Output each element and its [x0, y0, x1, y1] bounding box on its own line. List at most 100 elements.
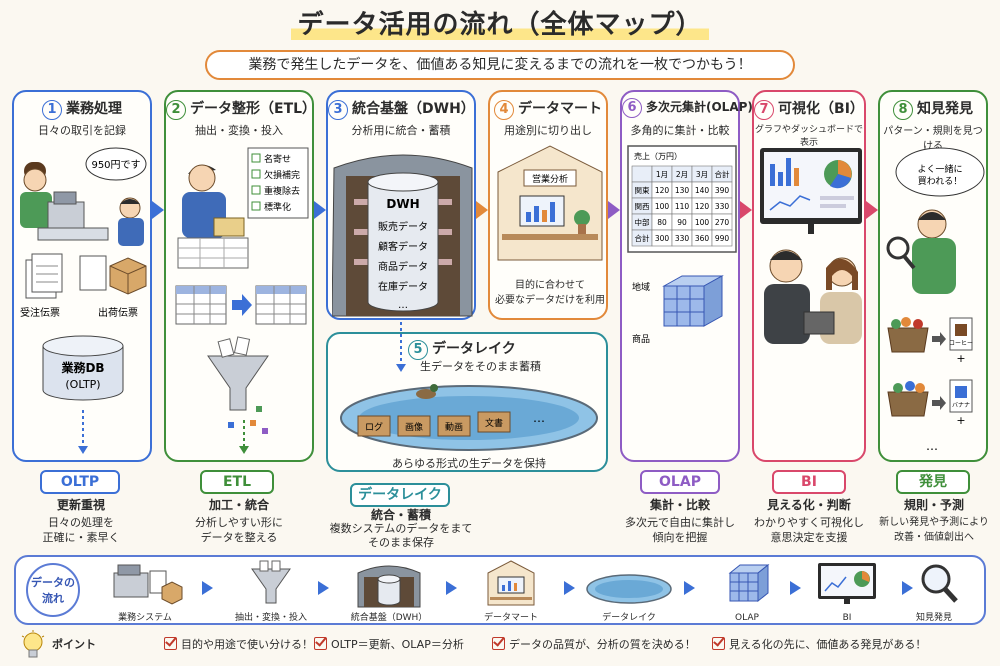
points-label: ポイント [52, 638, 96, 651]
lightbulb-icon [21, 630, 45, 658]
lake-box-label: 画像 [405, 421, 423, 433]
warehouse-icon [357, 565, 421, 608]
dashed-down-arrow [396, 322, 406, 372]
ellipsis: … [926, 439, 938, 453]
dashboard-illustration [760, 148, 862, 344]
olap-cell [631, 165, 653, 183]
flow-strip-arrow [684, 581, 695, 595]
check-item: 名寄せ [264, 153, 291, 165]
olap-cell-text: 100 [655, 202, 670, 211]
flow-strip-arrow [902, 581, 913, 595]
check-item: 重複除去 [264, 185, 300, 197]
flow-item-datalake: データレイク [574, 559, 684, 625]
point-item: 目的や用途で使い分ける！ [164, 636, 313, 652]
legend-pill-oltp: OLTP [40, 470, 120, 494]
stage-number: 6 [622, 98, 642, 118]
olap-cell-text: 360 [695, 234, 710, 243]
dwh-item: 在庫データ [378, 280, 428, 293]
flow-arrow-1-2 [152, 201, 164, 219]
shipping-slip-label: 出荷伝票 [98, 306, 138, 319]
flow-item-business-system: 業務システム [90, 559, 200, 625]
cube-axis-label: 地域 [632, 281, 650, 293]
magnifier-icon [921, 564, 958, 603]
stage-title: データマート [518, 101, 602, 117]
product-label: バナナ [952, 402, 970, 409]
flow-item-bi: BI [792, 559, 902, 625]
olap-cell-text: 120 [695, 202, 710, 211]
stage-title: データレイク [432, 341, 516, 357]
olap-cell-text: 2月 [676, 170, 688, 179]
plus-sign: + [956, 414, 965, 427]
page-subtitle: 業務で発生したデータを、価値ある知見に変えるまでの流れを一枚でつかもう！ [205, 50, 795, 80]
lake-icon [586, 574, 672, 604]
stage-title: 業務処理 [66, 101, 122, 117]
olap-cell-text: 390 [715, 186, 730, 195]
stage-subtitle: パターン・規則を見つける [883, 126, 983, 152]
check-icon [164, 637, 177, 650]
warehouse-illustration: DWH 販売データ 顧客データ 商品データ 在庫データ … [332, 154, 473, 317]
data-lake-illustration: ログ 画像 動画 文書 … [340, 384, 598, 451]
stage-number: 5 [408, 340, 428, 360]
stage-number: 2 [166, 100, 186, 120]
legend-pill-insight: 発見 [896, 470, 970, 494]
lake-caption: あらゆる形式の生データを保持 [392, 457, 546, 470]
olap-cell-text: 合計 [715, 169, 730, 179]
speech-bubble-text: 950円です [91, 159, 140, 171]
legend-desc-olap: 集計・比較多次元で自由に集計し傾向を把握 [625, 498, 735, 544]
check-item: 欠損補完 [264, 169, 300, 181]
datamart-desc: 目的に合わせて [515, 280, 585, 291]
olap-cell-text: 中部 [635, 217, 650, 227]
olap-cell-text: 100 [695, 218, 710, 227]
database-cylinder-icon: 業務DB (OLTP) [42, 335, 124, 401]
legend-desc-bi: 見える化・判断わかりやすく可視化し意思決定を支援 [754, 498, 864, 544]
point-item: データの品質が、分析の質を決める！ [492, 636, 696, 652]
dwh-item: 顧客データ [378, 240, 428, 253]
legend-desc-etl: 加工・統合分析しやすい形にデータを整える [195, 498, 283, 544]
stage-number: 1 [42, 100, 62, 120]
svg-text:買われる！: 買われる！ [918, 176, 963, 187]
key-points: ポイント 目的や用途で使い分ける！ OLTP＝更新、OLAP＝分析 データの品質… [52, 632, 992, 658]
stage-title: データ整形（ETL） [190, 101, 317, 117]
sign-label: 営業分析 [532, 173, 568, 185]
flow-arrow-4-6 [608, 201, 620, 219]
flow-strip-arrow [446, 581, 457, 595]
olap-cell-text: 130 [675, 186, 690, 195]
legend-pill-bi: BI [772, 470, 846, 494]
lake-box-label: 文書 [485, 417, 503, 429]
lake-box-label: ログ [365, 421, 383, 433]
olap-cell-text: 330 [715, 202, 730, 211]
olap-cell-text: 140 [695, 186, 710, 195]
cube-icon [728, 563, 770, 603]
datamart-icon [487, 560, 535, 606]
db-label: 業務DB [60, 360, 104, 375]
stage-subtitle: 抽出・変換・投入 [195, 124, 283, 137]
olap-cell [711, 229, 733, 247]
olap-cube-icon: 地域 商品 [632, 275, 724, 345]
cashier-illustration: 950円です 受注伝票 出荷伝票 [20, 147, 147, 319]
olap-cell-text: 1月 [656, 170, 668, 179]
dashed-down-arrow [78, 410, 88, 454]
etl-worker-illustration: 名寄せ 欠損補完 重複除去 標準化 [175, 147, 309, 454]
cube-axis-label: 商品 [632, 333, 650, 345]
stage-title: 多次元集計(OLAP) [646, 100, 753, 114]
stage-number: 3 [328, 100, 348, 120]
flow-arrow-6-7 [740, 201, 752, 219]
olap-cell-text: 3月 [696, 170, 708, 179]
legend-desc-oltp: 更新重視日々の処理を正確に・素早く [42, 498, 120, 544]
flow-strip-arrow [564, 581, 575, 595]
order-slip-label: 受注伝票 [20, 306, 60, 319]
olap-table-title: 売上（万円） [634, 151, 682, 161]
insight-illustration: よく一緒に 買われる！ コーヒー + バナナ + … [886, 147, 985, 453]
flow-label: データの流れ [26, 563, 80, 617]
dwh-item: … [398, 300, 408, 311]
legend-pill-datalake: データレイク [350, 483, 450, 507]
flow-item-insight: 知見発見 [882, 559, 986, 625]
product-label: コーヒー [949, 340, 973, 347]
monitor-chart-icon [818, 563, 876, 604]
datamart-desc: 必要なデータだけを利用 [495, 295, 605, 306]
